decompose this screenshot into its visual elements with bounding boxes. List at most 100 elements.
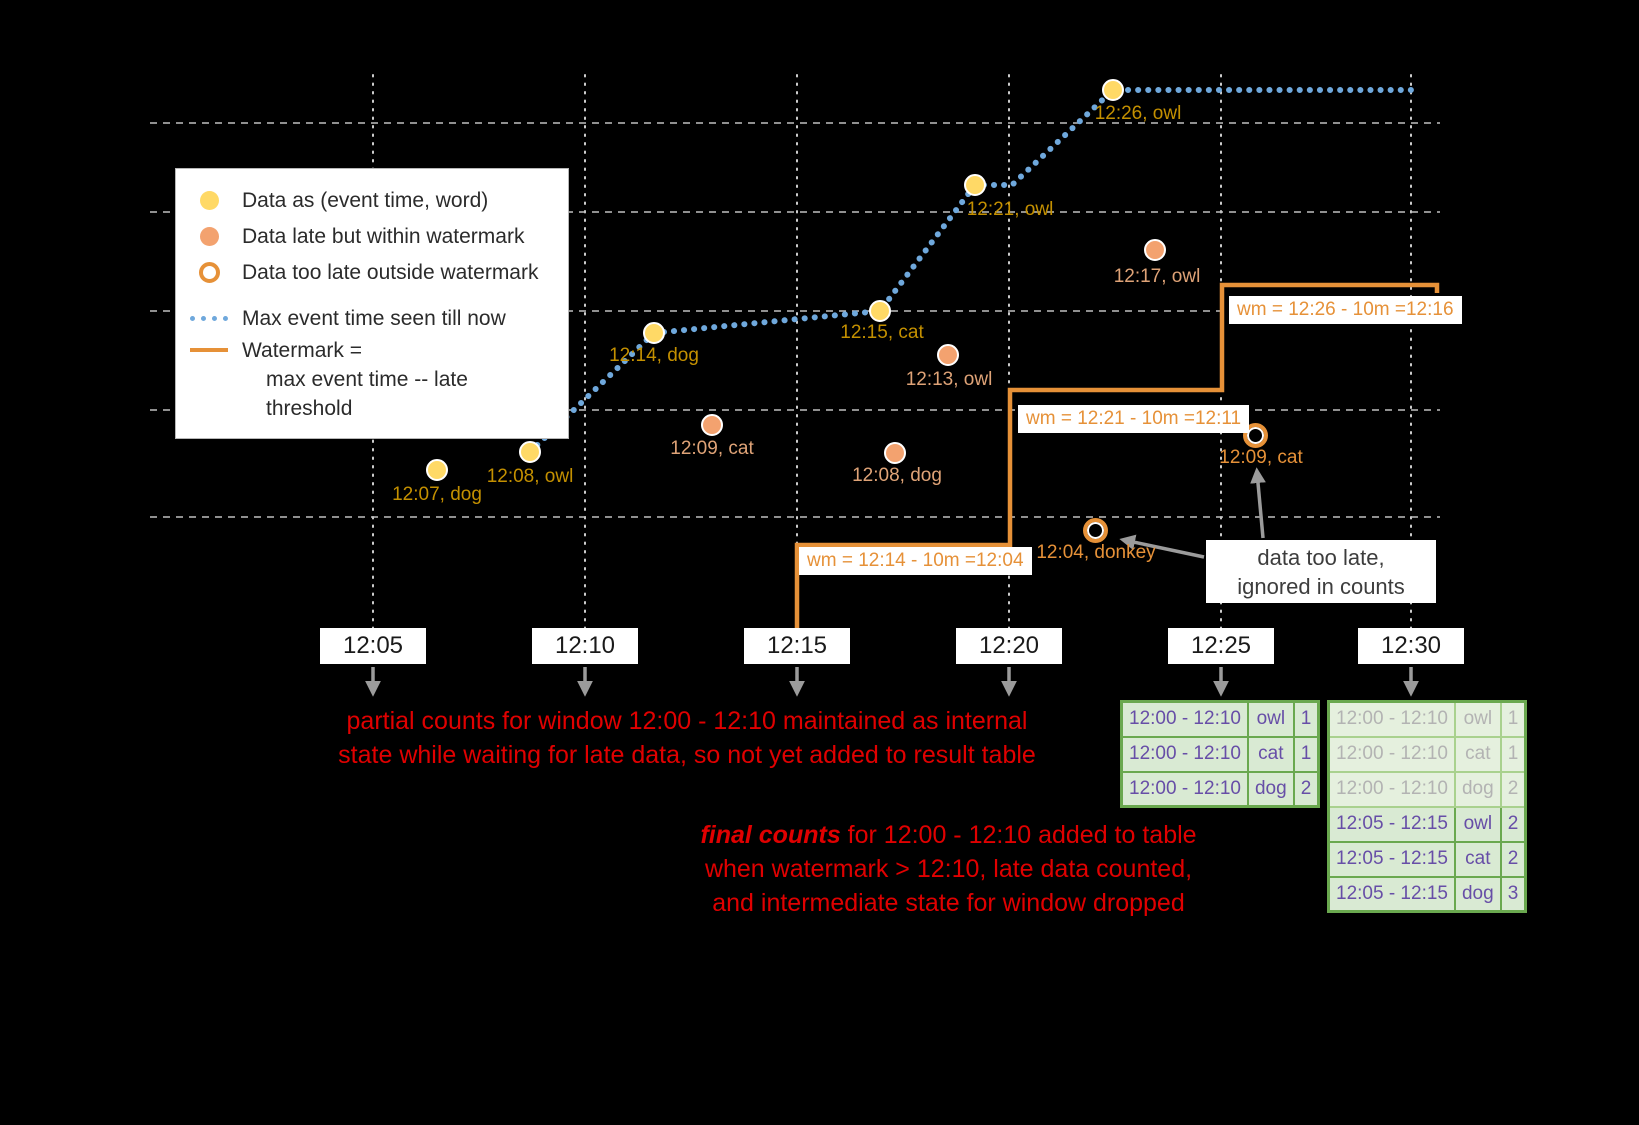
window-cell: 12:05 - 12:15 xyxy=(1327,875,1456,913)
too-late-callout: data too late, ignored in counts xyxy=(1206,540,1436,603)
legend-item-on-time: Data as (event time, word) xyxy=(189,182,553,218)
data-point-label: 12:26, owl xyxy=(1094,103,1182,124)
late-dot-icon xyxy=(189,226,229,246)
legend-label: Data too late outside watermark xyxy=(242,260,539,284)
count-cell: 2 xyxy=(1499,805,1527,843)
final-counts-emphasis: final counts xyxy=(700,821,841,849)
watermark-label-line1: Watermark = xyxy=(242,339,362,362)
data-point-late xyxy=(937,344,959,366)
table-row: 12:00 - 12:10 cat 1 xyxy=(1120,735,1320,773)
legend-item-too-late: Data too late outside watermark xyxy=(189,254,553,290)
partial-counts-note-line1: partial counts for window 12:00 - 12:10 … xyxy=(346,707,1028,735)
watermark-value-label-1: wm = 12:14 - 10m =12:04 xyxy=(799,547,1032,575)
word-cell: dog xyxy=(1246,770,1295,808)
final-counts-rest: for 12:00 - 12:10 added to table xyxy=(840,821,1197,849)
count-cell: 1 xyxy=(1292,700,1320,738)
data-point-label: 12:21, owl xyxy=(966,199,1054,220)
max-event-time-line-icon xyxy=(189,315,229,321)
watermark-value-label-2: wm = 12:21 - 10m =12:11 xyxy=(1018,405,1250,433)
word-cell: cat xyxy=(1246,735,1295,773)
data-point-on-time xyxy=(519,441,541,463)
watermark-value-label-3: wm = 12:26 - 10m =12:16 xyxy=(1229,296,1462,324)
window-cell: 12:05 - 12:15 xyxy=(1327,840,1456,878)
legend-item-watermark: Watermark = max event time -- late thres… xyxy=(189,336,553,423)
final-counts-note-line1: final counts for 12:00 - 12:10 added to … xyxy=(696,818,1201,852)
time-label-1210: 12:10 xyxy=(532,628,638,664)
max-event-time-line xyxy=(527,87,1419,455)
window-cell: 12:00 - 12:10 xyxy=(1327,735,1456,773)
time-label-1225: 12:25 xyxy=(1168,628,1274,664)
table-row: 12:00 - 12:10 dog 2 xyxy=(1327,770,1527,808)
data-point-on-time xyxy=(426,459,448,481)
callout-line1: data too late, xyxy=(1257,545,1385,570)
time-label-1215: 12:15 xyxy=(744,628,850,664)
count-cell: 2 xyxy=(1499,770,1527,808)
final-counts-note: final counts for 12:00 - 12:10 added to … xyxy=(696,818,1201,920)
callout-arrows xyxy=(1119,467,1266,559)
on-time-dot-icon xyxy=(189,190,229,210)
table-row: 12:05 - 12:15 dog 3 xyxy=(1327,875,1527,913)
data-point-label: 12:13, owl xyxy=(905,369,993,390)
window-cell: 12:05 - 12:15 xyxy=(1327,805,1456,843)
partial-counts-note-line2: state while waiting for late data, so no… xyxy=(338,741,1036,769)
data-point-label: 12:14, dog xyxy=(609,345,699,366)
table-row: 12:05 - 12:15 cat 2 xyxy=(1327,840,1527,878)
word-cell: cat xyxy=(1453,840,1502,878)
data-point-on-time xyxy=(1102,79,1124,101)
count-cell: 1 xyxy=(1499,735,1527,773)
partial-counts-note: partial counts for window 12:00 - 12:10 … xyxy=(322,704,1052,772)
data-point-too-late xyxy=(1242,422,1268,448)
window-cell: 12:00 - 12:10 xyxy=(1327,770,1456,808)
data-point-label: 12:15, cat xyxy=(840,322,924,343)
word-cell: owl xyxy=(1453,805,1502,843)
data-point-label: 12:09, cat xyxy=(670,438,754,459)
time-label-1220: 12:20 xyxy=(956,628,1062,664)
watermark-line xyxy=(794,282,1440,632)
word-cell: dog xyxy=(1453,770,1502,808)
table-row: 12:05 - 12:15 owl 2 xyxy=(1327,805,1527,843)
data-point-label: 12:08, dog xyxy=(852,465,942,486)
data-point-late xyxy=(884,442,906,464)
count-cell: 1 xyxy=(1499,700,1527,738)
result-table-final: 12:00 - 12:10 owl 1 12:00 - 12:10 cat 1 … xyxy=(1327,700,1528,913)
result-table-partial: 12:00 - 12:10 owl 1 12:00 - 12:10 cat 1 … xyxy=(1120,700,1321,808)
data-point-label: 12:09, cat xyxy=(1219,447,1303,468)
word-cell: dog xyxy=(1453,875,1502,913)
data-point-label: 12:07, dog xyxy=(392,484,482,505)
data-point-label: 12:17, owl xyxy=(1113,266,1201,287)
data-point-late xyxy=(701,414,723,436)
count-cell: 2 xyxy=(1292,770,1320,808)
count-cell: 2 xyxy=(1499,840,1527,878)
legend-label: Watermark = max event time -- late thres… xyxy=(242,336,553,423)
window-cell: 12:00 - 12:10 xyxy=(1120,735,1249,773)
too-late-dot-icon xyxy=(189,261,229,283)
legend-item-max-event-time: Max event time seen till now xyxy=(189,300,553,336)
window-cell: 12:00 - 12:10 xyxy=(1120,770,1249,808)
final-counts-note-line2: when watermark > 12:10, late data counte… xyxy=(704,855,1193,883)
legend-label: Max event time seen till now xyxy=(242,306,506,330)
data-point-too-late xyxy=(1082,517,1108,543)
time-label-1230: 12:30 xyxy=(1358,628,1464,664)
final-counts-note-line3: and intermediate state for window droppe… xyxy=(712,889,1185,917)
table-row: 12:00 - 12:10 cat 1 xyxy=(1327,735,1527,773)
time-axis-arrows xyxy=(365,667,1419,697)
data-point-label: 12:04, donkey xyxy=(1036,542,1156,563)
data-point-on-time xyxy=(869,300,891,322)
callout-line2: ignored in counts xyxy=(1237,574,1405,599)
count-cell: 1 xyxy=(1292,735,1320,773)
word-cell: cat xyxy=(1453,735,1502,773)
time-label-1205: 12:05 xyxy=(320,628,426,664)
table-row: 12:00 - 12:10 dog 2 xyxy=(1120,770,1320,808)
data-point-on-time xyxy=(964,174,986,196)
data-point-on-time xyxy=(643,322,665,344)
word-cell: owl xyxy=(1453,700,1502,738)
data-point-label: 12:08, owl xyxy=(486,466,574,487)
watermark-line-icon xyxy=(189,348,229,352)
data-point-late xyxy=(1144,239,1166,261)
word-cell: owl xyxy=(1246,700,1295,738)
legend-label: Data as (event time, word) xyxy=(242,188,489,212)
watermark-label-line2: max event time -- late threshold xyxy=(266,368,468,420)
window-cell: 12:00 - 12:10 xyxy=(1120,700,1249,738)
legend-item-late: Data late but within watermark xyxy=(189,218,553,254)
